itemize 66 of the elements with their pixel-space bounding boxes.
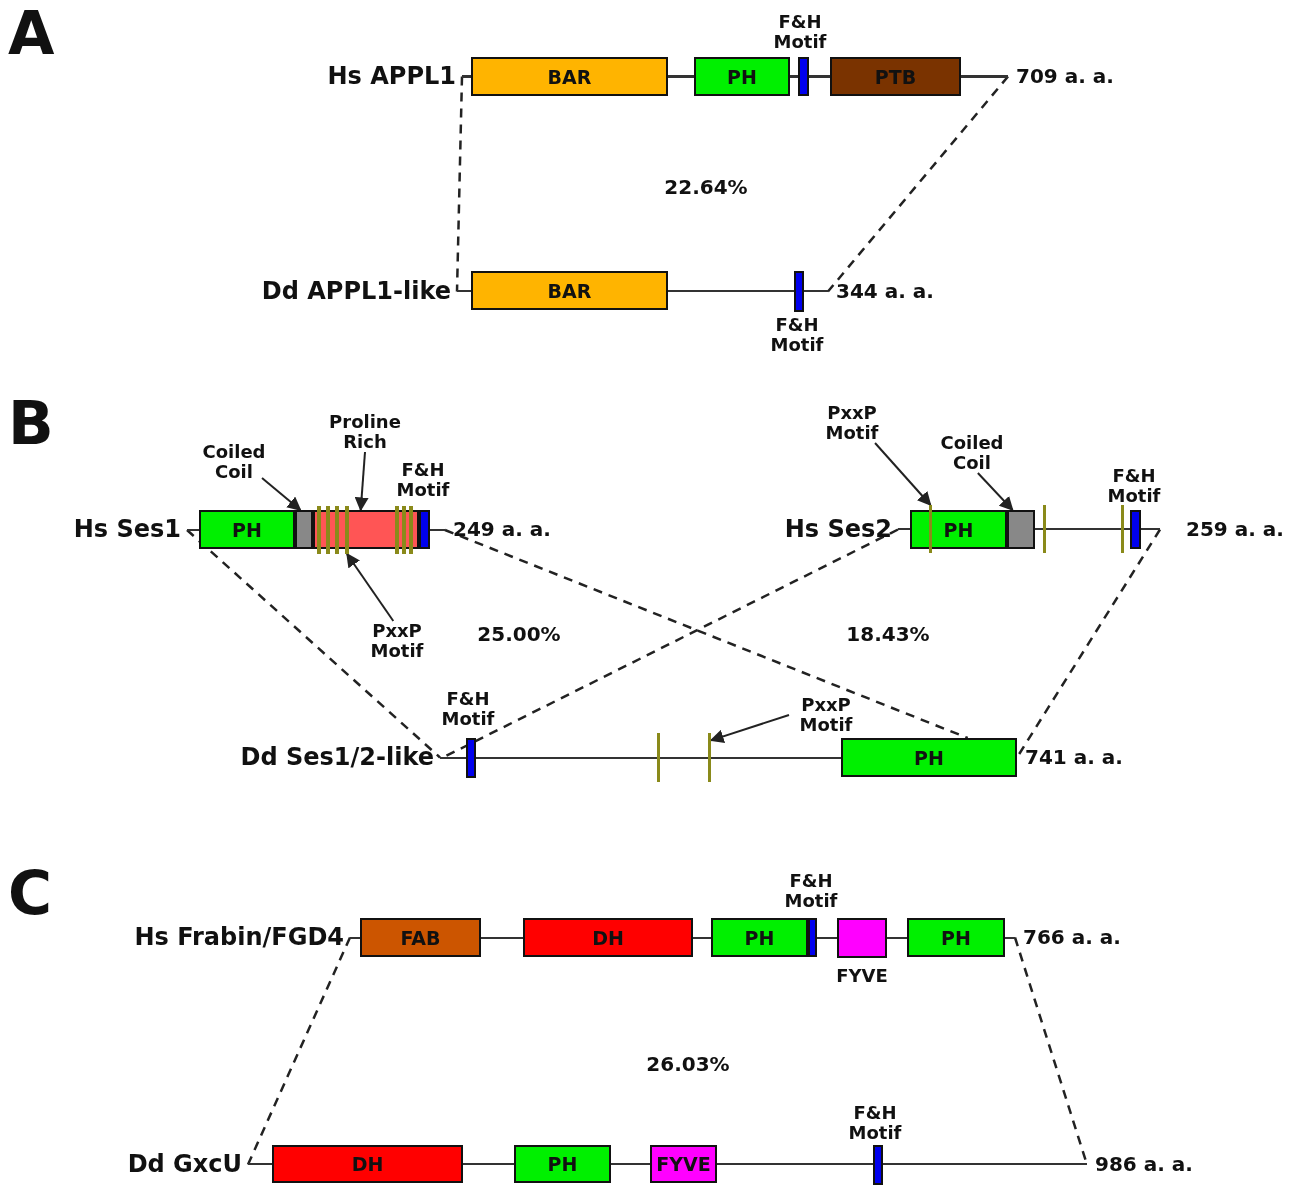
- identity-percent: 18.43%: [846, 623, 930, 645]
- leader-arrow: [354, 451, 369, 512]
- length-label: 259 a. a.: [1186, 516, 1284, 541]
- domain-box: PH: [694, 57, 790, 96]
- protein-name: Hs Ses2: [784, 514, 892, 543]
- domain-box: DH: [523, 918, 693, 957]
- panel-letter: C: [8, 862, 53, 924]
- leader-arrow: [709, 714, 790, 744]
- length-label: 249 a. a.: [453, 517, 551, 541]
- motif-line: [929, 505, 932, 553]
- identity-percent: 22.64%: [664, 176, 748, 198]
- motif-label: F&H Motif: [769, 315, 825, 355]
- alignment-line: [444, 528, 969, 740]
- leader-arrow: [976, 472, 1014, 511]
- identity-percent: 26.03%: [646, 1053, 730, 1075]
- panel-letter: B: [8, 392, 54, 454]
- identity-percent: 25.00%: [477, 623, 561, 645]
- domain-box: BAR: [471, 271, 668, 310]
- length-label: 986 a. a.: [1095, 1151, 1193, 1176]
- domain-box: FAB: [360, 918, 481, 957]
- motif-label: F&H Motif: [395, 460, 451, 500]
- motif-label: F&H Motif: [440, 689, 496, 729]
- length-label: 709 a. a.: [1016, 63, 1114, 88]
- motif-line: [708, 733, 711, 782]
- domain-box: [295, 510, 313, 549]
- callout-label: Coiled Coil: [930, 433, 1014, 473]
- motif-label: F&H Motif: [847, 1103, 903, 1143]
- panel-letter: A: [8, 2, 55, 64]
- callout-label: Proline Rich: [318, 412, 412, 452]
- motif-label: FYVE: [835, 966, 889, 986]
- protein-name: Hs Frabin/FGD4: [134, 922, 344, 951]
- domain-box: PH: [711, 918, 808, 957]
- alignment-line: [455, 76, 464, 292]
- protein-name: Dd Ses1/2-like: [240, 742, 434, 771]
- domain-box: FYVE: [650, 1145, 717, 1183]
- domain-box: PH: [514, 1145, 611, 1183]
- length-label: 741 a. a.: [1025, 744, 1123, 769]
- length-label: 344 a. a.: [836, 278, 934, 303]
- domain-box: PH: [841, 738, 1017, 777]
- motif-label: F&H Motif: [783, 871, 839, 911]
- leader-arrow: [874, 442, 932, 507]
- motif-label: F&H Motif: [772, 12, 828, 52]
- domain-box: PH: [199, 510, 295, 549]
- motif-line: [1043, 505, 1046, 553]
- domain-box: [1007, 510, 1035, 549]
- callout-label: PxxP Motif: [816, 403, 888, 443]
- protein-name: Dd APPL1-like: [261, 276, 451, 305]
- protein-name: Dd GxcU: [127, 1149, 242, 1178]
- callout-label: PxxP Motif: [360, 621, 434, 661]
- motif-label: F&H Motif: [1106, 466, 1162, 506]
- motif-line: [1121, 505, 1124, 553]
- domain-box: PTB: [830, 57, 961, 96]
- length-label: 766 a. a.: [1023, 924, 1121, 949]
- domain-box: PH: [910, 510, 1007, 549]
- callout-label: Coiled Coil: [194, 442, 274, 482]
- protein-name: Hs Ses1: [73, 515, 181, 543]
- alignment-line: [186, 529, 441, 759]
- alignment-line: [246, 937, 352, 1165]
- protein-name: Hs APPL1: [327, 61, 456, 90]
- domain-box: DH: [272, 1145, 463, 1183]
- alignment-line: [827, 75, 1009, 293]
- motif-line: [657, 733, 660, 782]
- domain-box: PH: [907, 918, 1005, 957]
- leader-arrow: [261, 477, 302, 511]
- domain-box: BAR: [471, 57, 668, 96]
- callout-label: PxxP Motif: [789, 695, 863, 735]
